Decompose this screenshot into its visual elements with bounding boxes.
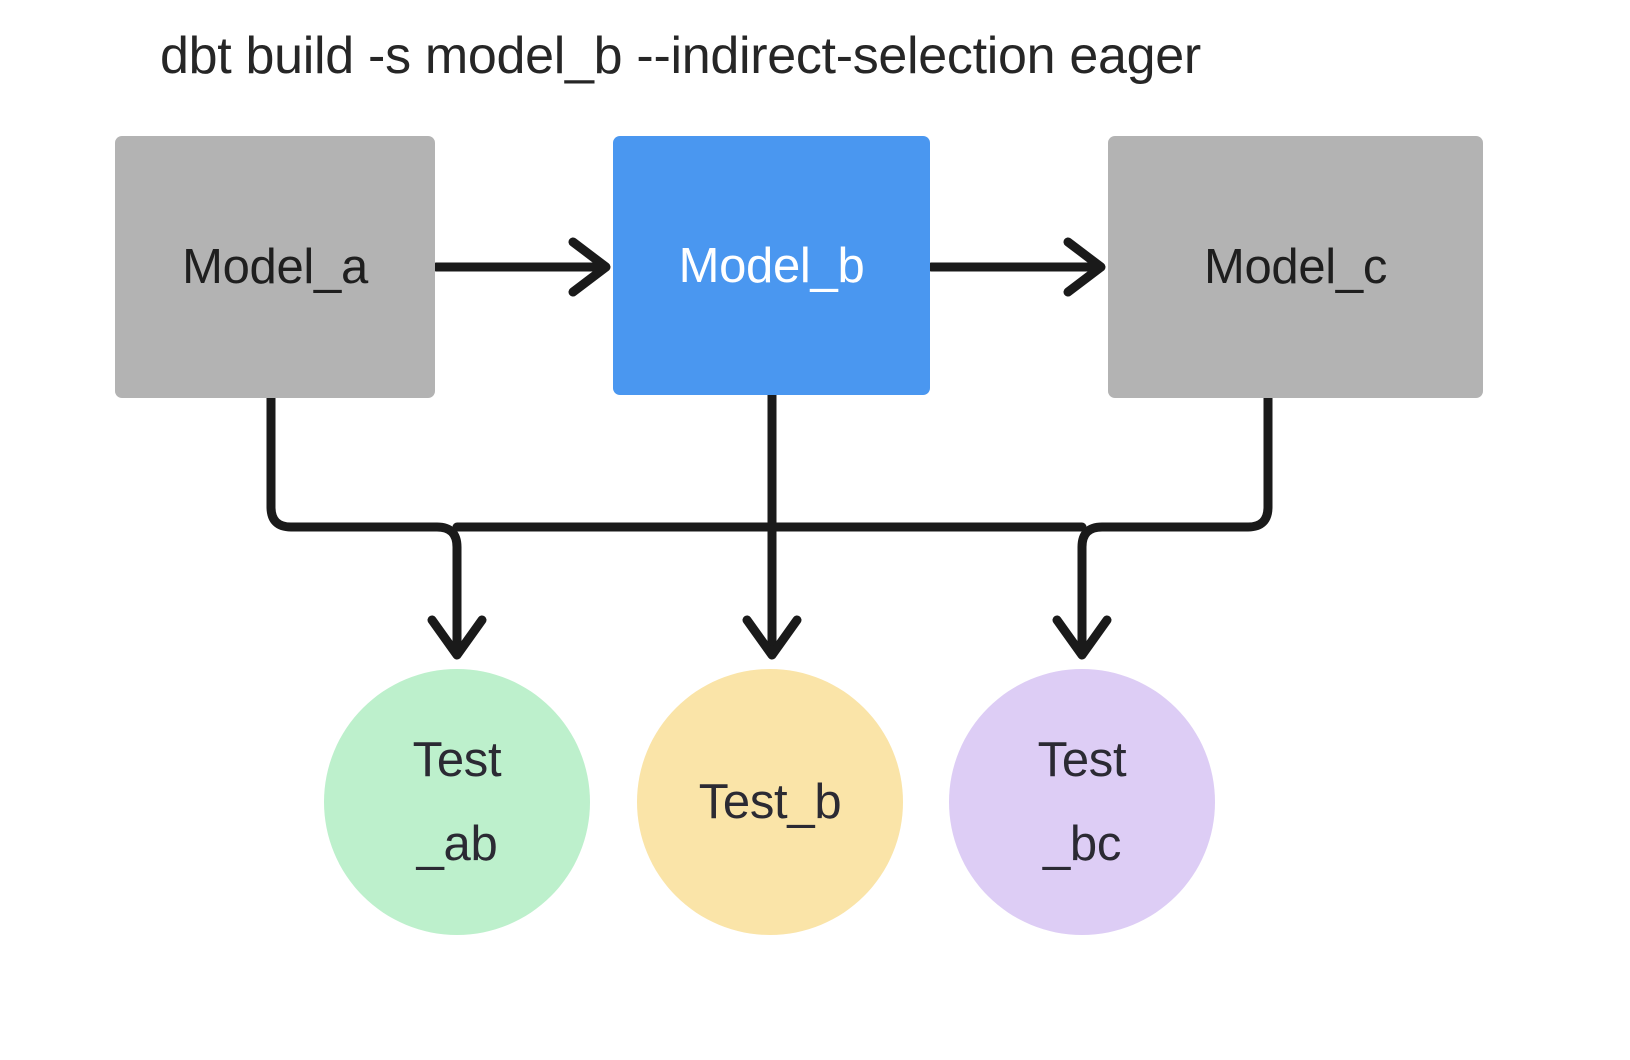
- node-test-bc-label-line1: Test: [1037, 732, 1127, 787]
- arrowhead-test-ab: [427, 615, 487, 660]
- node-model-a-label: Model_a: [182, 240, 368, 294]
- arrowhead-test-b: [742, 615, 802, 660]
- node-test-ab-label-line1: Test: [412, 732, 502, 787]
- node-model-b-label: Model_b: [678, 238, 865, 293]
- node-model-c[interactable]: Model_c: [1108, 136, 1483, 398]
- node-model-a[interactable]: Model_a: [115, 136, 435, 398]
- diagram-title: dbt build -s model_b --indirect-selectio…: [160, 27, 1201, 85]
- arrowhead-model-b: [568, 237, 611, 297]
- edge-model-c-bus: [1077, 393, 1273, 650]
- edge-model-a-bus: [266, 393, 462, 650]
- node-test-ab[interactable]: Test _ab: [324, 669, 590, 935]
- node-model-c-label: Model_c: [1203, 240, 1388, 294]
- node-test-b[interactable]: Test_b: [637, 669, 903, 935]
- node-test-bc-label-line2: _bc: [1042, 817, 1122, 871]
- node-test-b-label-line1: Test_b: [698, 774, 842, 829]
- node-model-b[interactable]: Model_b: [613, 136, 930, 395]
- node-test-ab-label-line2: _ab: [416, 817, 498, 871]
- arrowhead-model-c: [1063, 237, 1106, 297]
- arrowhead-test-bc: [1052, 615, 1112, 660]
- node-test-bc[interactable]: Test _bc: [949, 669, 1215, 935]
